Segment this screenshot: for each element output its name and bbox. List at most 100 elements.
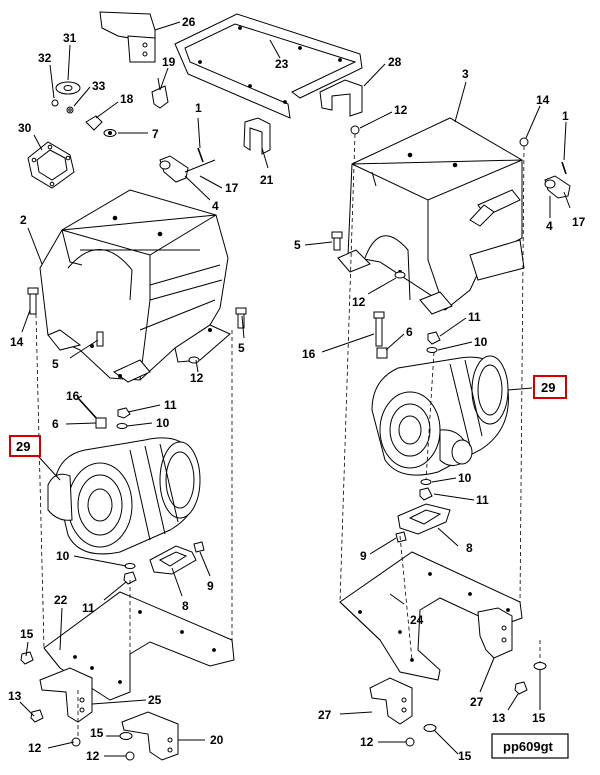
bolt-16-left xyxy=(77,397,99,421)
callout-15-left-a: 15 xyxy=(20,627,34,641)
callout-12-left-b: 12 xyxy=(28,741,42,755)
screw-7 xyxy=(103,129,117,137)
callout-32: 32 xyxy=(38,51,52,65)
spacer-6-right xyxy=(376,347,388,359)
nut-15-right-lower xyxy=(423,724,437,732)
callout-16-left: 16 xyxy=(66,389,80,403)
nut-13-left xyxy=(30,709,44,723)
left-alignment-lines xyxy=(35,313,233,738)
leader-lines xyxy=(19,21,571,757)
callout-17-left: 17 xyxy=(225,181,239,195)
callout-15-right-a: 15 xyxy=(532,711,546,725)
nut-11-right-upper xyxy=(427,331,441,345)
callout-8-right: 8 xyxy=(466,541,473,555)
nut-32 xyxy=(51,99,59,107)
callout-1-right: 1 xyxy=(562,109,569,123)
bolt-5-right xyxy=(331,231,343,251)
nut-11-right-lower xyxy=(419,487,433,501)
callout-7: 7 xyxy=(152,127,159,141)
callout-22: 22 xyxy=(54,593,68,607)
callout-4-left: 4 xyxy=(212,199,219,213)
callout-29-right: 29 xyxy=(541,380,555,395)
callout-15-left-b: 15 xyxy=(90,726,104,740)
callout-27-right: 27 xyxy=(470,695,484,709)
callout-10-right-b: 10 xyxy=(458,471,472,485)
callout-12-right-a: 12 xyxy=(394,103,408,117)
bracket-19 xyxy=(151,77,169,109)
turbocharger-29-right xyxy=(371,355,509,476)
nut-12-right-top xyxy=(350,125,360,135)
callout-29-left: 29 xyxy=(16,439,30,454)
callout-14-right: 14 xyxy=(536,93,550,107)
callout-10-right-a: 10 xyxy=(474,335,488,349)
callout-12-left-a: 12 xyxy=(190,371,204,385)
callout-9-left: 9 xyxy=(207,579,214,593)
callout-25: 25 xyxy=(148,693,162,707)
gasket-23 xyxy=(174,13,363,119)
nut-12-right-shield xyxy=(394,271,406,279)
bracket-25 xyxy=(39,667,93,723)
nut-9-left xyxy=(193,541,205,553)
bracket-28 xyxy=(319,79,363,117)
gasket-30 xyxy=(27,141,75,189)
nut-11-left-upper xyxy=(117,407,131,419)
callout-33: 33 xyxy=(92,79,106,93)
nut-9-right xyxy=(395,531,407,543)
bracket-26 xyxy=(99,11,156,63)
callout-16-right: 16 xyxy=(302,347,316,361)
bracket-21 xyxy=(243,117,271,155)
callout-13-left: 13 xyxy=(8,689,22,703)
callout-26: 26 xyxy=(182,15,196,29)
bracket-27-upper xyxy=(477,607,513,659)
callout-30: 30 xyxy=(18,121,32,135)
nut-13-right xyxy=(514,681,528,695)
callout-5-left-a: 5 xyxy=(52,357,59,371)
nut-15-left-lower xyxy=(119,732,133,740)
callout-12-right-c: 12 xyxy=(360,735,374,749)
callout-2: 2 xyxy=(20,213,27,227)
nut-14-right xyxy=(519,137,529,147)
callout-1-left: 1 xyxy=(195,101,202,115)
callout-labels: 26 31 32 33 18 7 30 1 9 23 1 17 4 21 2 14… xyxy=(8,15,586,763)
callout-29-left-box: 29 xyxy=(9,435,41,457)
washer-10-left-lower xyxy=(124,563,136,569)
stud-33 xyxy=(66,106,74,114)
washer-10-left-upper xyxy=(116,423,128,429)
callout-9-right: 9 xyxy=(360,549,367,563)
callout-11-right-b: 11 xyxy=(476,493,489,507)
gasket-8-left xyxy=(149,545,197,575)
nut-12-left-b xyxy=(125,751,135,761)
callout-18: 18 xyxy=(120,92,134,106)
callout-29-right-box: 29 xyxy=(533,375,567,399)
gasket-31 xyxy=(55,81,81,95)
nut-12-right-bottom xyxy=(405,737,415,747)
bracket-27-lower xyxy=(369,677,413,725)
bolt-5-left-upper xyxy=(96,331,104,347)
nut-15-right-upper xyxy=(533,662,547,670)
callout-6-left: 6 xyxy=(52,417,59,431)
callout-12-right-b: 12 xyxy=(352,295,366,309)
callout-5-left-b: 5 xyxy=(238,341,245,355)
bolt-5-left-right xyxy=(235,307,247,329)
callout-23: 23 xyxy=(275,57,289,71)
figure-id: pp609gt xyxy=(503,739,554,754)
heat-shield-2 xyxy=(39,189,231,383)
callout-14-left: 14 xyxy=(10,335,24,349)
callout-17-right: 17 xyxy=(572,215,586,229)
clamp-4-right xyxy=(544,175,571,199)
stud-1-right xyxy=(561,161,567,175)
figure-id-box: pp609gt xyxy=(491,733,569,759)
nut-11-left-lower xyxy=(123,571,137,585)
callout-20: 20 xyxy=(210,733,224,747)
callout-10-left-b: 10 xyxy=(56,549,70,563)
callout-11-left-b: 11 xyxy=(82,601,95,615)
right-alignment-lines xyxy=(339,133,541,662)
washer-10-right-upper xyxy=(426,347,438,353)
stud-1-left xyxy=(197,147,204,163)
callout-21: 21 xyxy=(260,173,274,187)
callout-31: 31 xyxy=(63,31,77,45)
callout-11-right-a: 11 xyxy=(468,310,481,324)
turbocharger-29-left xyxy=(47,437,201,555)
spacer-6-left xyxy=(95,417,107,429)
